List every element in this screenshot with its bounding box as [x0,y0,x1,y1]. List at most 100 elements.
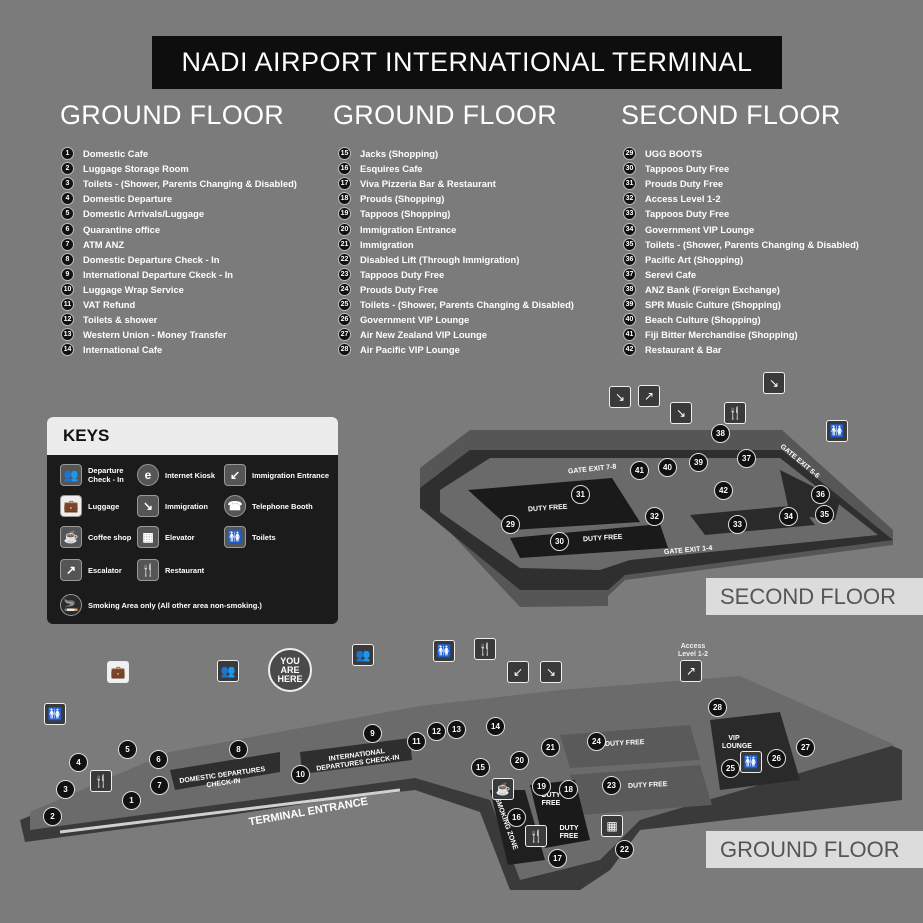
map-marker-34: 34 [779,507,798,526]
departure-checkin-icon: 👥 [60,464,82,486]
escalator-icon: ↗ [638,385,660,407]
gf-duty-free-label-c: DUTY FREE [541,792,561,807]
list-item-label: Toilets - (Shower, Parents Changing & Di… [645,238,859,250]
list-item-number: 42 [623,343,636,357]
list-item-label: Domestic Departure Check - In [83,253,220,265]
map-marker-6: 6 [149,750,168,769]
key-escalator: ↗ Escalator [60,559,122,581]
map-marker-16: 16 [507,808,526,827]
list-item-label: Domestic Arrivals/Luggage [83,208,205,220]
list-item-label: Serevi Cafe [645,268,697,280]
key-departure-checkin-label: Departure Check - In [88,466,124,484]
list-item-number: 8 [61,252,74,266]
map-marker-13: 13 [447,720,466,739]
map-marker-12: 12 [427,722,446,741]
list-item: 37 Serevi Cafe [623,267,859,282]
keys-heading: KEYS [47,417,338,455]
toilets-icon: 🚻 [224,526,246,548]
list-item-label: Pacific Art (Shopping) [645,253,744,265]
list-item-label: Prouds Duty Free [645,178,724,190]
list-item-label: Government VIP Lounge [360,314,470,326]
list-item-label: Access Level 1-2 [645,193,721,205]
key-elevator: ▦ Elevator [137,526,195,548]
list-item-label: UGG BOOTS [645,148,703,160]
map-marker-30: 30 [550,532,569,551]
list-item-label: Tappoos Duty Free [645,208,730,220]
map-marker-42: 42 [714,481,733,500]
map-marker-11: 11 [407,732,426,751]
you-are-here-marker: YOU ARE HERE [268,648,312,692]
key-restaurant-label: Restaurant [165,565,205,575]
list-item-number: 9 [61,267,74,281]
list-item-number: 39 [623,297,636,311]
map-marker-15: 15 [471,758,490,777]
elevator-icon: ▦ [137,526,159,548]
list-item-number: 13 [61,328,74,342]
list-item-label: Tappoos Duty Free [645,163,730,175]
list-item-number: 38 [623,282,636,296]
list-item: 30 Tappoos Duty Free [623,161,859,176]
map-marker-28: 28 [708,698,727,717]
list-item-number: 30 [623,162,636,176]
list-item-number: 7 [61,237,74,251]
list-item-label: Jacks (Shopping) [360,148,439,160]
key-elevator-label: Elevator [165,532,195,542]
second-floor-heading: SECOND FLOOR [621,100,841,130]
map-marker-25: 25 [721,759,740,778]
gf-international-checkin [300,738,412,774]
list-item-label: ANZ Bank (Foreign Exchange) [645,283,780,295]
restaurant-icon: 🍴 [137,559,159,581]
ground-floor-label: GROUND FLOOR [706,831,923,868]
key-luggage: 💼 Luggage [60,495,119,517]
list-item-number: 23 [338,267,351,281]
list-item-number: 40 [623,313,636,327]
list-item-number: 16 [338,162,351,176]
key-internet-kiosk: e Internet Kiosk [137,464,215,486]
map-marker-26: 26 [767,749,786,768]
terminal-entrance-edge [59,788,401,834]
list-item-number: 5 [61,207,74,221]
map-marker-24: 24 [587,732,606,751]
smoking-icon: 🚬 [60,594,82,616]
list-item-label: Western Union - Money Transfer [83,329,227,341]
telephone-icon: ☎ [224,495,246,517]
vip-lounge-label: VIP LOUNGE [722,735,752,750]
list-item: 3 Toilets - (Shower, Parents Changing & D… [61,176,297,191]
map-marker-3: 3 [56,780,75,799]
list-item-number: 27 [338,328,351,342]
list-item-label: Disabled Lift (Through Immigration) [360,253,520,265]
map-marker-22: 22 [615,840,634,859]
list-item-number: 41 [623,328,636,342]
list-item-label: Toilets - (Shower, Parents Changing & Di… [83,178,297,190]
map-marker-9: 9 [363,724,382,743]
list-item-number: 3 [61,177,74,191]
coffee-icon: ☕ [60,526,82,548]
key-immigration-entrance-label: Immigration Entrance [252,470,330,480]
immigration-icon: ↘ [670,402,692,424]
map-marker-18: 18 [559,780,578,799]
immigration-icon: ↘ [609,386,631,408]
list-item-number: 20 [338,222,351,236]
list-item-label: Beach Culture (Shopping) [645,314,761,326]
luggage-icon: 💼 [60,495,82,517]
list-item-number: 37 [623,267,636,281]
list-item-number: 17 [338,177,351,191]
list-item-label: Air New Zealand VIP Lounge [360,329,487,341]
map-marker-37: 37 [737,449,756,468]
map-marker-2: 2 [43,807,62,826]
